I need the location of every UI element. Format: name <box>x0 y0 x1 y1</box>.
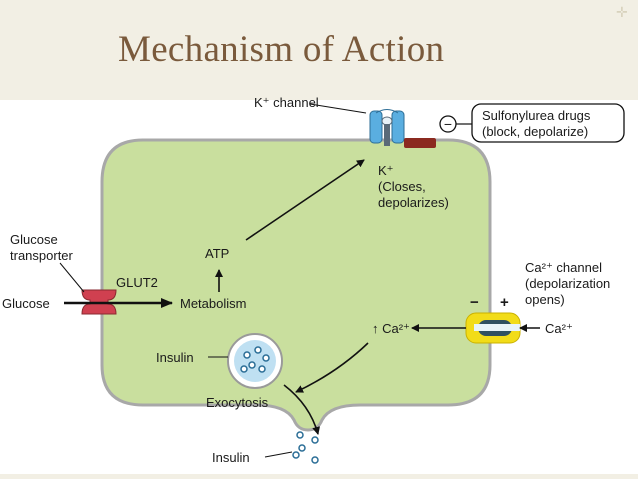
atp-label: ATP <box>205 246 229 261</box>
ca-channel-icon <box>465 312 521 344</box>
membrane-minus-sign: − <box>470 294 479 311</box>
sulfonylurea-line1: Sulfonylurea drugs <box>482 108 591 123</box>
k-closes-line3: depolarizes) <box>378 195 449 210</box>
glut2-label: GLUT2 <box>116 275 158 290</box>
k-closes-line1: K⁺ <box>378 163 394 178</box>
membrane-plus-sign: + <box>500 294 509 311</box>
drug-binding-bar <box>404 138 436 148</box>
insulin-granule-icon <box>227 333 283 389</box>
k-channel-label: K⁺ channel <box>254 95 319 110</box>
slide-footer-strip <box>0 474 638 479</box>
slide-title: Mechanism of Action <box>118 29 445 70</box>
ca-channel-line2: (depolarization <box>525 276 610 291</box>
metabolism-label: Metabolism <box>180 296 246 311</box>
glucose-label: Glucose <box>2 296 50 311</box>
ca-to-exocytosis-arrow <box>295 342 369 393</box>
glucose-transporter-line2: transporter <box>10 248 74 263</box>
inhibition-sign: − <box>444 116 452 132</box>
corner-ornament-icon: ✛ <box>616 4 628 20</box>
insulin-released-label: Insulin <box>212 450 250 465</box>
ca-intracellular-label: ↑ Ca²⁺ <box>372 321 410 336</box>
sulfonylurea-line2: (block, depolarize) <box>482 124 588 139</box>
insulin-granule-label: Insulin <box>156 350 194 365</box>
exocytosis-label: Exocytosis <box>206 395 269 410</box>
ca-extracellular-label: Ca²⁺ <box>545 321 573 336</box>
ca-channel-line3: opens) <box>525 292 565 307</box>
k-channel-icon <box>369 109 405 146</box>
k-closes-line2: (Closes, <box>378 179 426 194</box>
slide-header <box>0 0 638 100</box>
released-insulin-icon <box>292 431 319 464</box>
glucose-transporter-line1: Glucose <box>10 232 58 247</box>
ca-channel-line1: Ca²⁺ channel <box>525 260 602 275</box>
sulfonylurea-box <box>471 103 625 143</box>
cell-membrane <box>100 138 492 432</box>
exocytosis-release-arrow <box>283 384 320 435</box>
atp-to-k-arrow <box>245 159 365 241</box>
